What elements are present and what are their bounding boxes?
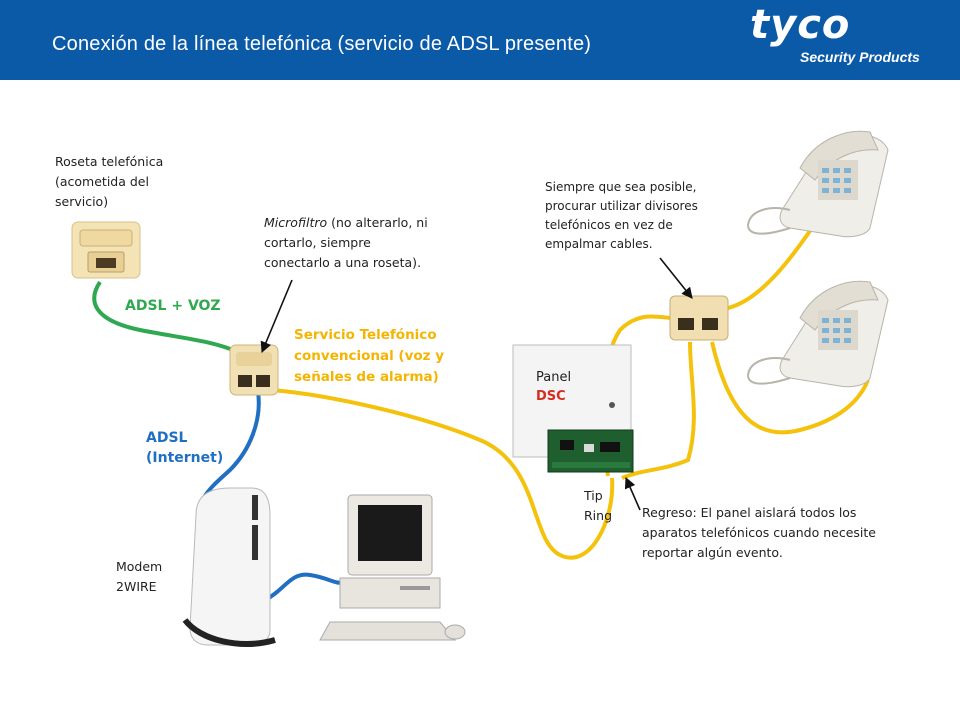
brand-name: tyco — [750, 2, 851, 48]
telephone-icon — [746, 280, 889, 388]
modem-icon — [182, 487, 276, 647]
microfiltro-label: Microfiltro (no alterarlo, ni cortarlo, … — [264, 213, 428, 273]
roseta-line-2: (acometida del — [55, 174, 149, 189]
adsl-internet-line-2: (Internet) — [146, 450, 224, 466]
brand-subtitle: Security Products — [800, 49, 920, 65]
divisores-line-1: Siempre que sea posible, — [545, 180, 697, 194]
phone-2-cable — [710, 341, 870, 435]
microfiltro-word: Microfiltro — [264, 215, 328, 230]
tip-ring-label: Tip Ring — [584, 486, 612, 526]
divisores-line-3: telefónicos en vez de — [545, 218, 673, 232]
regreso-line-2: aparatos telefónicos cuando necesite — [642, 525, 876, 540]
page-title: Conexión de la línea telefónica (servici… — [52, 33, 592, 55]
servicio-telefonico-label: Servicio Telefónico convencional (voz y … — [294, 325, 444, 388]
modem-line-2: 2WIRE — [116, 579, 157, 594]
adsl-voz-cable — [92, 280, 239, 354]
tip-label: Tip — [584, 488, 603, 503]
panel-return-cable — [621, 341, 696, 480]
computer-icon — [319, 494, 466, 641]
microfilter-icon — [229, 344, 279, 396]
regreso-arrow — [624, 476, 641, 511]
microfiltro-line-3: conectarlo a una roseta). — [264, 255, 422, 270]
roseta-line-3: servicio) — [55, 194, 109, 209]
adsl-voz-label: ADSL + VOZ — [125, 298, 221, 314]
divisores-line-4: empalmar cables. — [545, 237, 653, 251]
microfiltro-rest: (no alterarlo, ni — [327, 215, 428, 230]
wall-jack-icon — [71, 221, 141, 279]
phone-service-cable — [271, 388, 615, 560]
modem-pc-cable — [264, 572, 346, 602]
divisores-label: Siempre que sea posible, procurar utiliz… — [545, 178, 698, 254]
alarm-panel-icon — [512, 344, 634, 473]
phone-1-cable — [727, 226, 814, 310]
roseta-line-1: Roseta telefónica — [55, 154, 164, 169]
microfilter-arrow — [260, 279, 293, 354]
divisores-line-2: procurar utilizar divisores — [545, 199, 698, 213]
microfiltro-line-2: cortarlo, siempre — [264, 235, 371, 250]
adsl-internet-label: ADSL (Internet) — [146, 428, 223, 468]
microfiltro-line-1: Microfiltro (no alterarlo, ni — [264, 213, 428, 233]
panel-word: Panel — [536, 370, 572, 385]
servicio-line-2: convencional (voz y — [294, 348, 445, 364]
divisores-arrow — [659, 257, 693, 299]
roseta-label: Roseta telefónica (acometida del servici… — [55, 152, 163, 212]
panel-brand: DSC — [536, 389, 566, 404]
panel-label: Panel DSC — [536, 368, 571, 406]
tyco-logo: tyco Security Products — [750, 2, 940, 72]
servicio-line-3: señales de alarma) — [294, 369, 439, 385]
splitter-icon — [669, 295, 729, 341]
servicio-line-1: Servicio Telefónico — [294, 327, 437, 343]
modem-line-1: Modem — [116, 559, 163, 574]
header-bar: Conexión de la línea telefónica (servici… — [0, 0, 960, 80]
regreso-line-1: Regreso: El panel aislará todos los — [642, 505, 857, 520]
telephone-icon — [746, 130, 889, 238]
ring-label: Ring — [584, 508, 613, 523]
adsl-internet-line-1: ADSL — [146, 430, 188, 446]
regreso-label: Regreso: El panel aislará todos los apar… — [642, 503, 876, 563]
modem-label: Modem 2WIRE — [116, 557, 162, 597]
regreso-line-3: reportar algún evento. — [642, 545, 783, 560]
